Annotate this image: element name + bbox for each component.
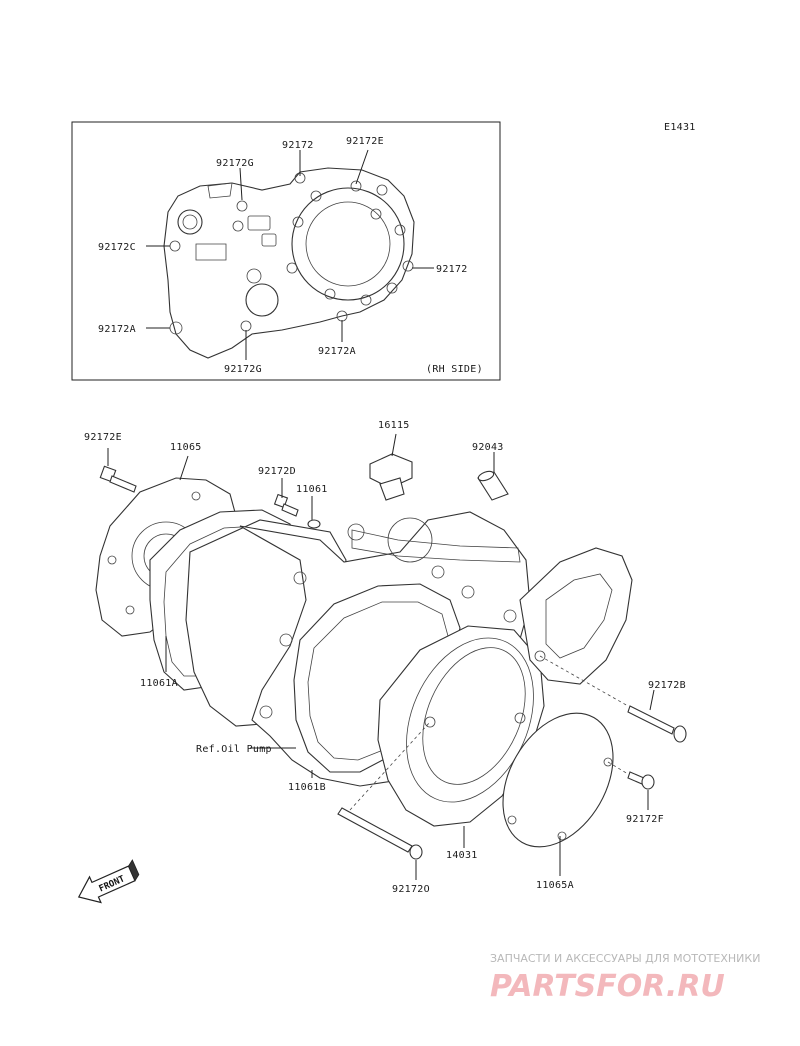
inset-panel: 92172 92172E 92172G 92172C 92172 92172A … [71, 121, 501, 381]
label-11065: 11065 [170, 442, 202, 453]
inset-gasket-drawing [163, 167, 415, 359]
front-arrow: FRONT [77, 859, 140, 904]
leader-line [649, 689, 655, 711]
label-92172-right: 92172 [436, 264, 468, 275]
washer-11061 [307, 519, 321, 529]
label-11065a: 11065A [536, 880, 574, 891]
alignment-line [349, 721, 431, 811]
label-14031: 14031 [446, 850, 478, 861]
watermark-logo: PARTSFOR.RU [490, 969, 725, 1004]
leader-line [391, 433, 397, 457]
label-92172c: 92172C [98, 242, 136, 253]
outer-plate [519, 547, 633, 685]
label-11061a: 11061A [140, 678, 178, 689]
label-ref-oil-pump: Ref.Oil Pump [196, 744, 272, 755]
label-92172g-bottom: 92172G [224, 364, 262, 375]
label-92172e-top: 92172E [346, 136, 384, 147]
alignment-line [539, 655, 629, 707]
housing-14031 [377, 625, 545, 827]
diagram-id: E1431 [664, 122, 696, 133]
main-exploded-view: 92172E 11065 92172D 11061 16115 92043 11… [77, 420, 687, 904]
leader-line [355, 149, 369, 185]
screw-92172f [627, 771, 655, 790]
bolt-92172b [627, 705, 687, 743]
label-11061b: 11061B [288, 782, 326, 793]
round-cover-11065a [502, 712, 614, 848]
bolt-92172o [337, 807, 423, 860]
leader-line [179, 455, 189, 481]
label-92172f: 92172F [626, 814, 664, 825]
label-11061: 11061 [296, 484, 328, 495]
watermark-tagline: ЗАПЧАСТИ И АКСЕССУАРЫ ДЛЯ МОТОТЕХНИКИ [490, 952, 760, 965]
label-92172d: 92172D [258, 466, 296, 477]
label-92172-top: 92172 [282, 140, 314, 151]
bolt-92172e [99, 465, 137, 493]
label-92172a-left: 92172A [98, 324, 136, 335]
watermark: ЗАПЧАСТИ И АКСЕССУАРЫ ДЛЯ МОТОТЕХНИКИ PA… [490, 952, 760, 1004]
label-92172g-top: 92172G [216, 158, 254, 169]
leader-line [239, 167, 243, 201]
alignment-line [607, 761, 629, 775]
label-92172o: 92172O [392, 884, 430, 895]
label-92172a-bottom: 92172A [318, 346, 356, 357]
label-92043: 92043 [472, 442, 504, 453]
label-92172e: 92172E [84, 432, 122, 443]
bolt-92172d [273, 493, 299, 517]
inset-side-note: (RH SIDE) [426, 364, 483, 375]
label-92172b: 92172B [648, 680, 686, 691]
label-16115: 16115 [378, 420, 410, 431]
oil-cap-16115 [369, 453, 413, 501]
dowel-92043 [477, 470, 509, 501]
